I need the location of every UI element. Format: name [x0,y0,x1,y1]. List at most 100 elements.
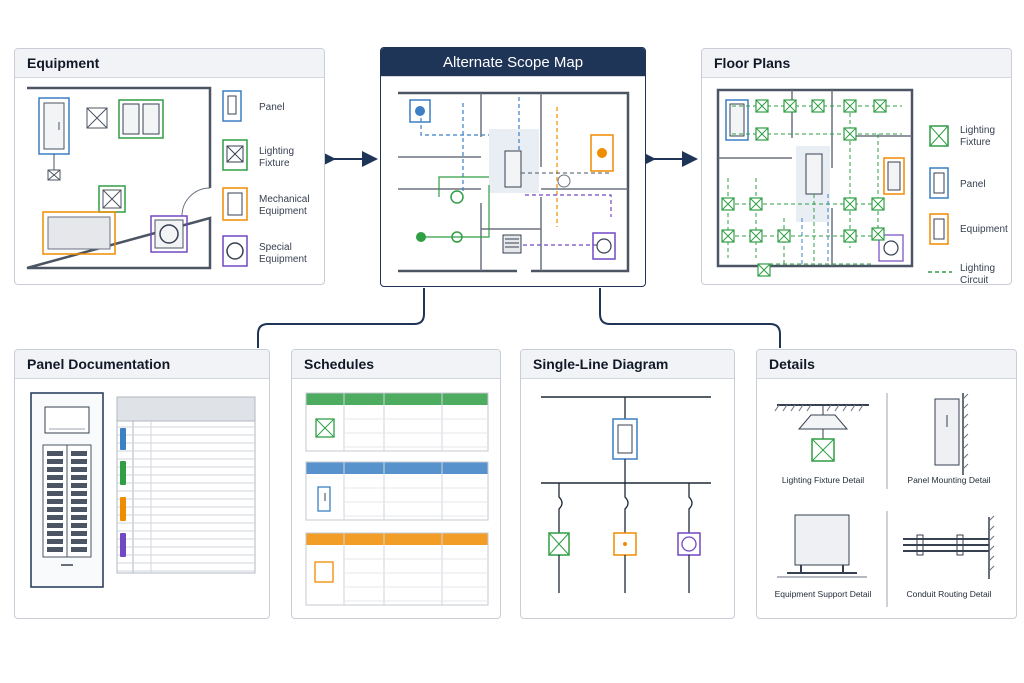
scope-map-title: Alternate Scope Map [381,48,645,77]
lighting-fixture-symbol [871,227,885,241]
detail-caption: Equipment Support Detail [775,589,872,599]
legend-label: Panel [960,179,986,190]
legend-label: Lighting [960,125,995,136]
legend-label: Lighting [960,263,995,274]
breaker [71,499,87,504]
floor-plans-plan: Lighting Fixture Panel Equipment Lightin… [716,88,1008,284]
equipment-icon [314,561,334,583]
lighting-fixture-symbol [783,99,797,113]
connector-scope-details [599,288,781,348]
breaker [47,507,63,512]
schedules-title: Schedules [292,350,500,379]
breaker [71,475,87,480]
scope-map-plan [398,91,630,273]
legend-equipment-icon [929,213,949,245]
lighting-fixture-symbol [843,197,857,211]
breaker [71,451,87,456]
breaker [71,467,87,472]
legend-label: Lighting [259,146,294,157]
lighting-fixture-symbol [721,197,735,211]
scope-map-panel: Alternate Scope Map [380,47,646,287]
special-equipment-icon [677,532,701,556]
single-line-drawing [541,396,711,593]
fixture-symbol [86,107,108,129]
legend-special-equipment-icon [222,235,248,267]
lighting-fixture-detail [774,404,869,462]
legend-label: Equipment [960,224,1008,235]
breaker [47,499,63,504]
legend-lighting-fixture-icon [929,125,949,147]
panel-icon [317,486,331,512]
schedule-table [305,392,489,452]
breaker [71,507,87,512]
breaker [47,451,63,456]
lighting-fixture-icon [548,532,570,556]
details-drawings: Lighting Fixture Detail Panel Mounting D… [774,393,995,607]
breaker [47,475,63,480]
details-title: Details [757,350,1016,379]
breaker [71,459,87,464]
breaker [71,515,87,520]
breaker [71,483,87,488]
mechanical-equipment-symbol [42,211,116,255]
breaker [47,491,63,496]
single-line-diagram-title: Single-Line Diagram [521,350,734,379]
legend-label: Fixture [259,158,290,169]
lighting-fixture-symbol [755,99,769,113]
lighting-fixture-symbol [749,229,763,243]
panel-symbol [38,97,70,181]
breaker [47,515,63,520]
lighting-fixture-symbol [755,127,769,141]
equipment-title: Equipment [15,49,324,78]
breaker [47,483,63,488]
breaker [47,539,63,544]
legend-panel-icon [222,90,242,122]
schedule-tables [305,392,489,606]
conduit-routing-detail [903,515,995,579]
legend-label: Circuit [960,275,989,284]
legend-label: Equipment [259,206,307,217]
lighting-fixture-symbol [843,229,857,243]
legend-label: Fixture [960,137,991,148]
breaker [71,491,87,496]
panel-mounting-detail [934,393,969,475]
legend-mechanical-equipment-icon [222,187,248,221]
legend-label: Equipment [259,254,307,265]
panel-documentation-title: Panel Documentation [15,350,269,379]
lighting-fixture-symbol [757,263,771,277]
lighting-fixture-symbol [777,229,791,243]
schedule-table [305,461,489,521]
schedules-panel: Schedules [291,349,501,619]
details-panel: Details [756,349,1017,619]
lighting-fixture-symbol [811,99,825,113]
lighting-fixture-icon [315,418,335,438]
detail-caption: Panel Mounting Detail [907,475,990,485]
breaker [47,467,63,472]
legend-lighting-fixture-icon [222,139,248,171]
lighting-fixture-symbol [843,127,857,141]
special-equipment-symbol [150,215,188,253]
legend-panel-icon [929,167,949,199]
single-line-diagram-panel: Single-Line Diagram [520,349,735,619]
detail-caption: Conduit Routing Detail [906,589,991,599]
panel-documentation-panel: Panel Documentation [14,349,270,619]
breaker [47,459,63,464]
lighting-fixture-symbol [871,197,885,211]
legend-label: Special [259,242,292,253]
connector-scope-panel-documentation [257,288,425,348]
lighting-fixture-symbol [98,185,126,213]
floor-plans-panel: Floor Plans [701,48,1012,285]
lighting-fixture-symbol [873,99,887,113]
breaker [71,539,87,544]
breaker [71,531,87,536]
breaker [47,547,63,552]
legend-label: Mechanical [259,194,310,205]
legend-label: Panel [259,102,285,113]
lighting-fixture-symbol [721,229,735,243]
breaker [71,547,87,552]
breaker [47,523,63,528]
panel-group-symbol [118,99,164,139]
equipment-plan: Panel Lighting Fixture Mechanical Equipm… [26,86,310,270]
equipment-panel: Equipment [14,48,325,285]
